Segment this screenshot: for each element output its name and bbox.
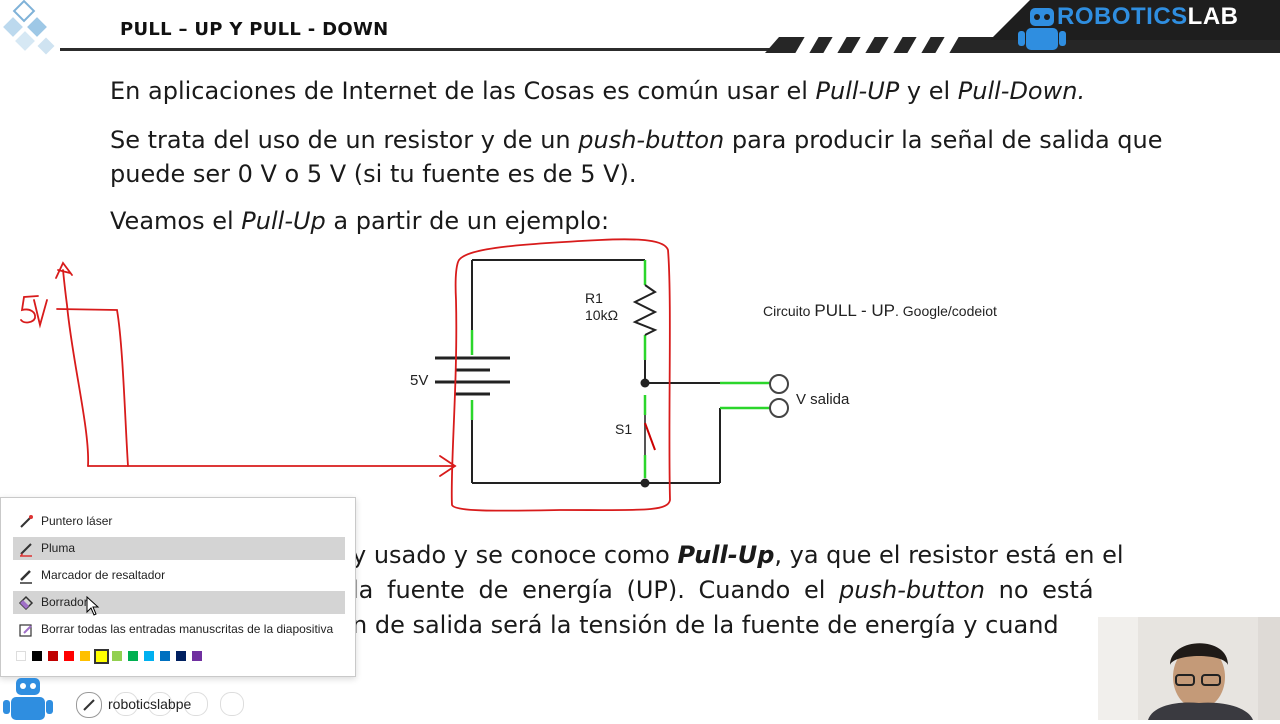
pen-icon xyxy=(20,543,32,557)
slide-title: PULL – UP Y PULL - DOWN xyxy=(120,19,389,40)
ink-color-swatch[interactable] xyxy=(80,651,90,661)
paragraph-1: En aplicaciones de Internet de las Cosas… xyxy=(110,77,1086,105)
ink-color-swatch[interactable] xyxy=(32,651,42,661)
ink-tools-menu: Puntero láser Pluma Marcador de resaltad… xyxy=(0,497,356,677)
paragraph-3: Veamos el Pull-Up a partir de un ejemplo… xyxy=(110,207,610,235)
circuit-labels: R1 10kΩ 5V S1 V salida xyxy=(410,290,850,437)
logo-diamond-icon xyxy=(0,0,70,70)
robot-mascot-icon xyxy=(2,676,54,720)
output-label: V salida xyxy=(796,391,850,408)
switch-label: S1 xyxy=(615,421,632,437)
ink-color-swatch[interactable] xyxy=(112,651,122,661)
bottom-text-line-2: la fuente de energía (UP). Cuando el pus… xyxy=(352,576,1094,604)
ink-color-swatch[interactable] xyxy=(48,651,58,661)
presenter-webcam xyxy=(1098,617,1280,720)
bottom-text-line-3: n de salida será la tensión de la fuente… xyxy=(352,611,1059,639)
r1-value-label: 10kΩ xyxy=(585,307,618,323)
paragraph-2: Se trata del uso de un resistor y de un … xyxy=(110,126,1163,188)
eraser-icon xyxy=(18,595,34,611)
mouse-cursor-icon xyxy=(86,596,100,616)
pen-tool-button[interactable] xyxy=(76,692,102,718)
ink-color-swatch[interactable] xyxy=(176,651,186,661)
laser-pointer-icon xyxy=(20,515,33,528)
ink-color-swatch[interactable] xyxy=(16,651,26,661)
header-underline xyxy=(60,48,780,51)
menu-item-highlighter[interactable]: Marcador de resaltador xyxy=(13,564,345,587)
r1-name-label: R1 xyxy=(585,290,603,306)
menu-item-laser-pointer[interactable]: Puntero láser xyxy=(13,510,345,533)
ink-color-swatch[interactable] xyxy=(192,651,202,661)
menu-item-clear-ink[interactable]: Borrar todas las entradas manuscritas de… xyxy=(13,618,345,641)
menu-item-pen[interactable]: Pluma xyxy=(13,537,345,560)
pen-icon xyxy=(83,699,95,711)
ink-color-swatch[interactable] xyxy=(64,651,74,661)
source-label: 5V xyxy=(410,372,428,389)
toolbar-button[interactable] xyxy=(184,692,208,716)
robot-logo-icon xyxy=(1016,4,1068,54)
brand-logo-text: ROBOTICSLAB xyxy=(1057,3,1239,30)
social-handle: roboticslabpe xyxy=(108,696,192,712)
ink-color-swatch[interactable] xyxy=(128,651,138,661)
ink-color-swatch[interactable] xyxy=(160,651,170,661)
toolbar-button[interactable] xyxy=(148,692,172,716)
menu-item-eraser[interactable]: Borrador xyxy=(13,591,345,614)
bottom-text-line-1: y usado y se conoce como Pull-Up, ya que… xyxy=(352,541,1124,569)
highlighter-icon xyxy=(20,570,32,584)
figure-caption: Circuito PULL - UP. Google/codeiot xyxy=(763,301,997,320)
more-options-button[interactable] xyxy=(220,692,244,716)
clear-ink-icon xyxy=(19,624,32,637)
ink-color-swatch[interactable] xyxy=(144,651,154,661)
toolbar-button[interactable] xyxy=(114,692,138,716)
ink-color-swatch[interactable] xyxy=(94,649,109,664)
